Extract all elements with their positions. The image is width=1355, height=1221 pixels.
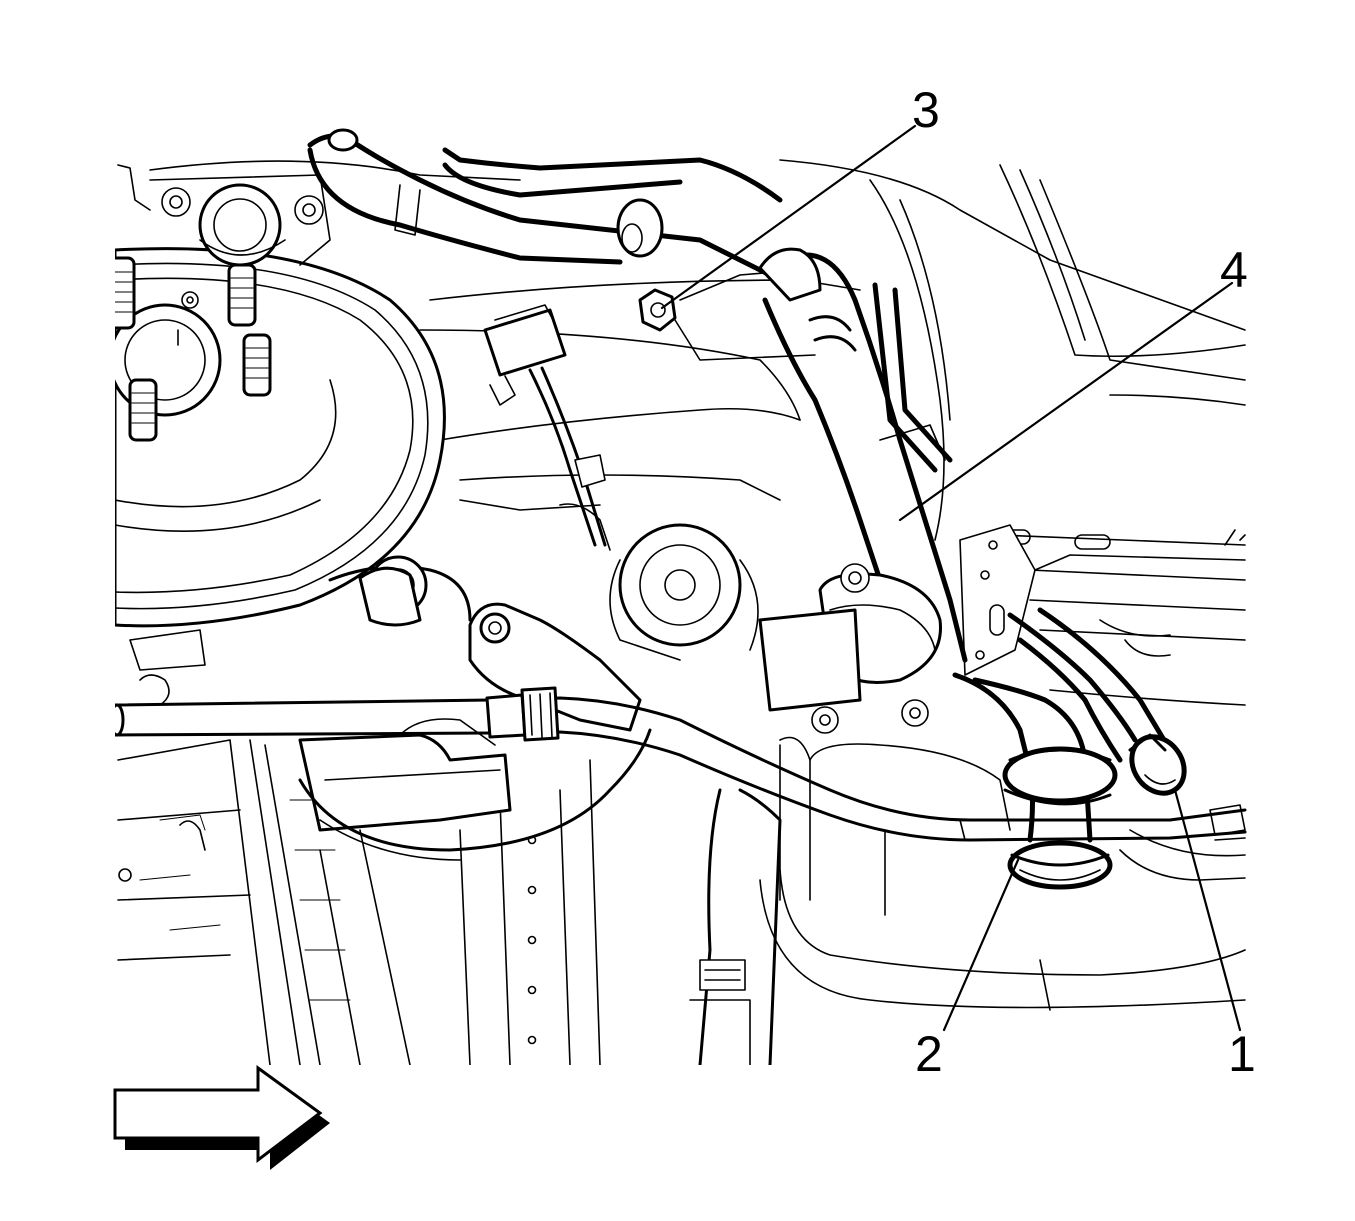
callout-leaders [660, 124, 1242, 1032]
callout-1: 1 [1228, 1026, 1256, 1082]
leader-line-2 [942, 858, 1020, 1032]
strut-mount [149, 174, 331, 267]
wheel-stud [227, 263, 257, 327]
vehicle-underbody-drawing [115, 128, 1247, 1065]
rear-crossmember [994, 529, 1246, 706]
leader-line-4 [898, 281, 1234, 522]
leader-line-1 [1173, 788, 1242, 1032]
brake-line [115, 686, 1247, 842]
callout-4: 4 [1220, 242, 1248, 298]
callout-3: 3 [912, 82, 940, 138]
electrical-connector [483, 304, 611, 551]
upper-hoses [307, 128, 783, 278]
leader-line-3 [660, 124, 917, 310]
right-arrow-icon [113, 1065, 330, 1170]
wheel-stud [115, 256, 136, 330]
callout-2: 2 [915, 1026, 943, 1082]
wheel-studs [115, 256, 272, 442]
bolt-callout-3 [638, 269, 816, 361]
wheel-stud [242, 333, 272, 397]
callout-labels: 3 4 2 1 [912, 82, 1256, 1082]
hose-clamp-2 [1002, 746, 1118, 890]
fuel-tank-panels [759, 743, 1246, 1011]
knuckle-assembly [118, 523, 942, 1065]
wheel-stud [128, 378, 158, 442]
vent-hose-with-clamps [952, 607, 1246, 890]
mounting-bracket [959, 524, 1246, 676]
